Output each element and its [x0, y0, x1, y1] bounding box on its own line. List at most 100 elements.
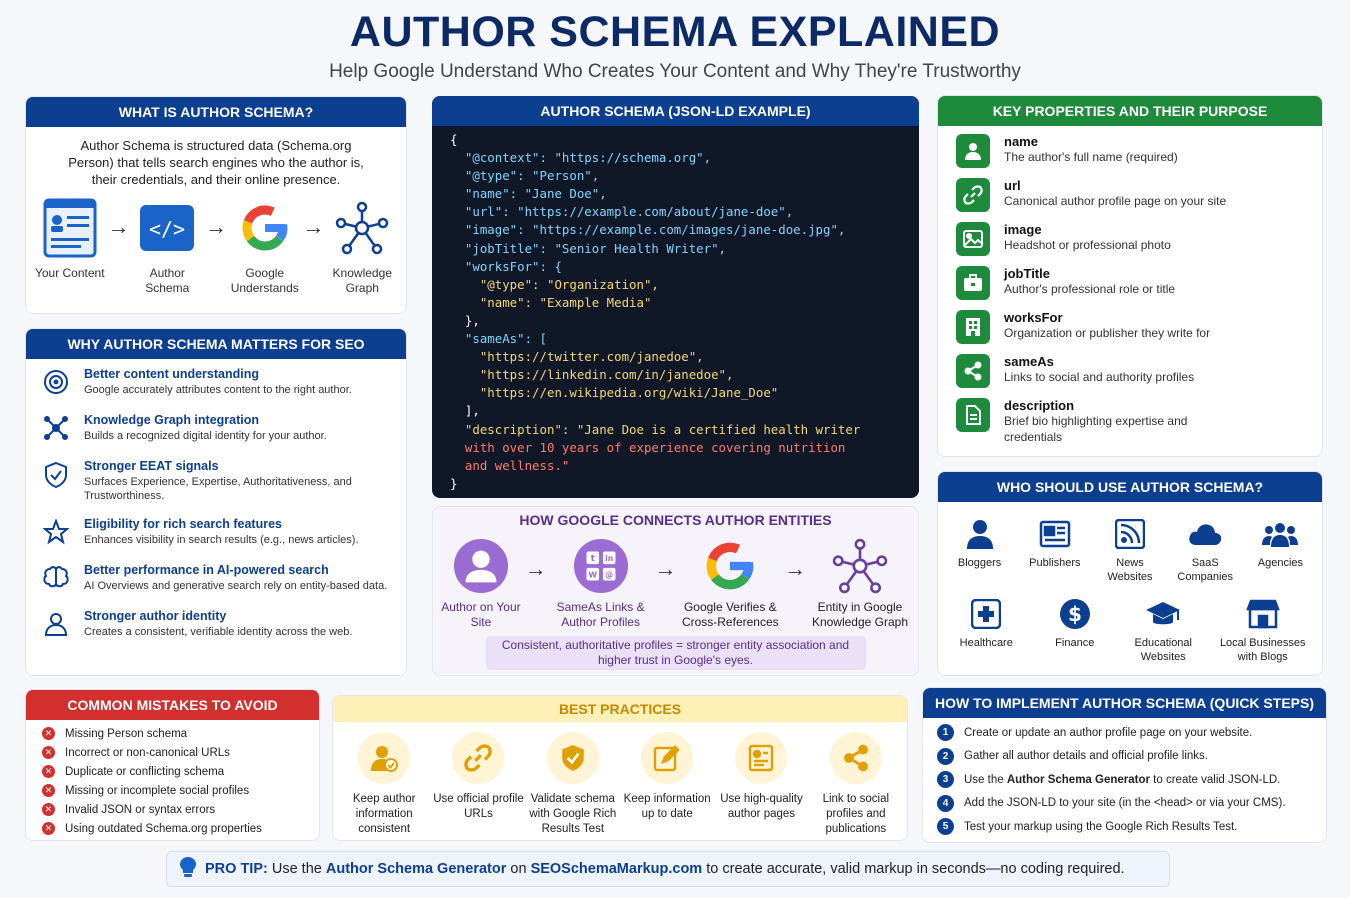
page-title: AUTHOR SCHEMA EXPLAINED	[349, 8, 1001, 56]
connect-step-label: Entity in Google Knowledge Graph	[811, 600, 909, 629]
content-icon	[42, 198, 98, 258]
what-is-title: WHAT IS AUTHOR SCHEMA?	[26, 97, 406, 127]
best-practice-label: Keep information up to date	[623, 793, 711, 820]
page-subtitle: Help Google Understand Who Creates Your …	[329, 61, 1021, 82]
share-icon	[829, 732, 882, 784]
property-name: url	[1004, 178, 1021, 193]
properties-card: KEY PROPERTIES AND THEIR PURPOSE name Th…	[937, 95, 1323, 457]
best-practice-item: Use high-quality author pages	[714, 732, 808, 837]
property-desc: The author's full name (required)	[1004, 150, 1178, 164]
user-icon	[42, 609, 70, 655]
svg-text:@: @	[605, 571, 613, 580]
code-icon: </>	[139, 200, 195, 256]
property-name: image	[1004, 222, 1042, 237]
step-text: Use the Author Schema Generator to creat…	[964, 773, 1281, 786]
why-item-desc: Creates a consistent, verifiable identit…	[84, 626, 353, 638]
team-icon	[1262, 516, 1299, 552]
why-item-desc: Surfaces Experience, Expertise, Authorit…	[84, 476, 352, 502]
svg-text:$: $	[1068, 602, 1082, 626]
step-text: Create or update an author profile page …	[964, 726, 1253, 739]
author-icon	[453, 538, 509, 594]
user-check-icon	[358, 732, 411, 784]
json-ld-code: { "@context": "https://schema.org", "@ty…	[450, 132, 861, 491]
best-title: BEST PRACTICES	[333, 696, 907, 722]
mistake-item: ✕ Incorrect or non-canonical URLs	[26, 743, 319, 762]
generator-link[interactable]: Author Schema Generator	[325, 861, 507, 877]
storefront-icon	[1245, 596, 1281, 632]
why-item-desc: Enhances visibility in search results (e…	[84, 534, 359, 546]
flow-step-label: Author Schema	[145, 266, 190, 295]
property-name: worksFor	[1004, 310, 1063, 325]
property-name: description	[1004, 398, 1075, 413]
best-practice-item: Use official profile URLs	[431, 732, 525, 837]
mistake-text: Invalid JSON or syntax errors	[65, 803, 216, 816]
property-name: jobTitle	[1004, 266, 1050, 281]
graduation-cap-icon	[1145, 596, 1181, 632]
x-circle-icon: ✕	[42, 822, 55, 835]
mistake-item: ✕ Missing Person schema	[26, 724, 319, 743]
who-item: Agencies	[1243, 516, 1318, 584]
best-practice-label: Use official profile URLs	[433, 793, 524, 820]
quick-step: 2 Gather all author details and official…	[923, 745, 1326, 769]
flow-step: Google Understands	[227, 200, 303, 296]
best-practice-label: Validate schema with Google Rich Results…	[529, 793, 617, 835]
site-link[interactable]: SEOSchemaMarkup.com	[530, 861, 703, 877]
who-item: Local Businesses with Blogs	[1213, 596, 1313, 664]
network-icon	[832, 538, 888, 594]
why-card: WHY AUTHOR SCHEMA MATTERS FOR SEO Better…	[25, 328, 407, 676]
best-practice-item: Validate schema with Google Rich Results…	[526, 732, 620, 837]
why-title: WHY AUTHOR SCHEMA MATTERS FOR SEO	[26, 329, 406, 359]
why-item-title: Stronger EEAT signals	[84, 459, 219, 473]
code-card: AUTHOR SCHEMA (JSON-LD EXAMPLE) { "@cont…	[432, 96, 919, 498]
connect-step: Author on Your Site	[441, 538, 521, 630]
step-number: 5	[937, 818, 954, 836]
flow-step-label: Knowledge Graph	[332, 266, 392, 295]
best-practice-item: Keep author information consistent	[337, 732, 431, 837]
who-item: Educational Websites	[1124, 596, 1202, 664]
property-desc: Author's professional role or title	[1004, 282, 1176, 296]
why-item-title: Better content understanding	[84, 367, 260, 381]
property-item: sameAs Links to social and authority pro…	[938, 354, 1322, 398]
who-title: WHO SHOULD USE AUTHOR SCHEMA?	[938, 472, 1322, 502]
why-item-desc: Builds a recognized digital identity for…	[84, 430, 327, 442]
connect-card: HOW GOOGLE CONNECTS AUTHOR ENTITIES Auth…	[432, 506, 919, 676]
mistake-item: ✕ Invalid JSON or syntax errors	[26, 800, 319, 819]
mistakes-title: COMMON MISTAKES TO AVOID	[26, 690, 319, 720]
google-icon	[237, 200, 293, 256]
why-item-title: Stronger author identity	[84, 609, 227, 623]
quick-step: 1 Create or update an author profile pag…	[923, 721, 1326, 745]
why-item-desc: Google accurately attributes content to …	[84, 384, 352, 396]
who-item: SaaS Companies	[1168, 516, 1243, 584]
best-practice-label: Link to social profiles and publications	[822, 793, 890, 835]
cloud-icon	[1187, 516, 1223, 552]
who-item: News Websites	[1092, 516, 1167, 584]
mistakes-card: COMMON MISTAKES TO AVOID ✕ Missing Perso…	[25, 689, 320, 841]
briefcase-icon	[956, 266, 990, 300]
who-card: WHO SHOULD USE AUTHOR SCHEMA? Bloggers P…	[937, 471, 1323, 676]
arrow-right-icon: →	[205, 214, 227, 239]
step-text: Add the JSON-LD to your site (in the <he…	[964, 797, 1286, 810]
why-item-title: Better performance in AI-powered search	[84, 563, 329, 577]
step-number: 4	[937, 794, 954, 812]
link-icon	[452, 732, 505, 784]
connect-step-label: SameAs Links & Author Profiles	[556, 600, 645, 629]
mistake-text: Missing or incomplete social profiles	[65, 784, 250, 797]
flow-step: Your Content	[32, 198, 108, 281]
mistake-text: Duplicate or conflicting schema	[65, 765, 225, 778]
connect-step: Google Verifies & Cross-References	[680, 538, 780, 630]
arrow-right-icon: →	[524, 556, 547, 581]
properties-title: KEY PROPERTIES AND THEIR PURPOSE	[938, 96, 1322, 126]
best-practice-item: Link to social profiles and publications	[809, 732, 903, 837]
mistake-text: Missing Person schema	[65, 727, 188, 740]
step-text: Test your markup using the Google Rich R…	[964, 820, 1238, 833]
property-desc: Organization or publisher they write for	[1004, 326, 1211, 340]
user-icon	[956, 134, 990, 168]
property-item: url Canonical author profile page on you…	[938, 178, 1322, 222]
property-desc: Headshot or professional photo	[1004, 238, 1171, 252]
property-desc: Links to social and authority profiles	[1004, 370, 1195, 384]
x-circle-icon: ✕	[42, 746, 55, 759]
steps-title: HOW TO IMPLEMENT AUTHOR SCHEMA (QUICK ST…	[923, 688, 1326, 718]
